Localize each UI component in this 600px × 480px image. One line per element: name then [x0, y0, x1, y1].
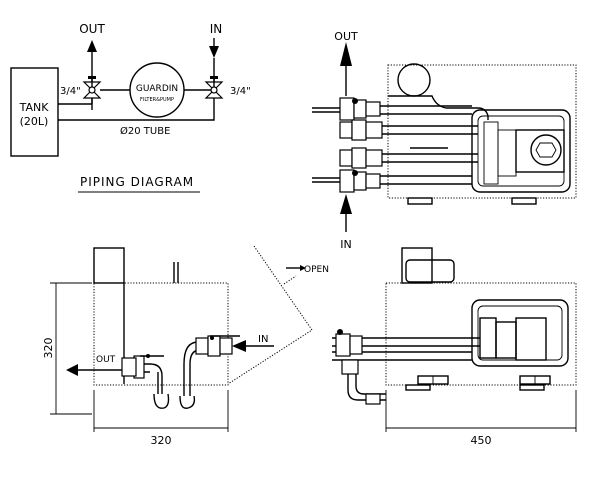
valve-right-icon [204, 76, 224, 99]
top-view-out-label: OUT [334, 30, 358, 43]
valve-left-size: 3/4" [60, 86, 81, 97]
side-view-valve-icon [335, 329, 363, 357]
piping-in-label: IN [210, 22, 223, 36]
top-view-valve-in-icon [312, 169, 381, 193]
top-view-in-label: IN [340, 238, 351, 251]
piping-out-label: OUT [79, 22, 105, 36]
front-view-filler-neck [93, 247, 125, 284]
valve-left-icon [82, 76, 102, 99]
side-view-hinge-left [417, 375, 449, 385]
top-view-filler-cap [397, 63, 431, 97]
side-view-width-dim: 450 [471, 434, 492, 447]
front-view-out-label: OUT [96, 355, 116, 365]
top-view-bottom-foot-left [407, 197, 433, 205]
front-view-width-dim: 320 [151, 434, 172, 447]
pump-symbol [129, 62, 185, 118]
top-view-out-arrow [340, 42, 352, 66]
top-view-fitting-3 [339, 147, 383, 169]
tank-label-line1: TANK [19, 101, 50, 114]
tube-label: Ø20 TUBE [120, 125, 170, 137]
top-view: OUT IN [312, 30, 577, 251]
front-view-out-arrow [66, 364, 78, 376]
front-view-body [93, 282, 229, 386]
front-view-in-label: IN [258, 334, 268, 345]
side-view-handle [405, 259, 455, 283]
piping-title: PIPING DIAGRAM [80, 175, 194, 189]
front-view-in-arrow [232, 340, 246, 352]
top-view-bottom-foot-right [511, 197, 537, 205]
valve-right-size: 3/4" [230, 86, 251, 97]
side-view-body [385, 282, 577, 386]
side-view-hinge-right [519, 375, 551, 385]
tank-box [10, 67, 59, 157]
top-view-valve-out-icon [312, 97, 381, 121]
top-view-pump-cap [530, 134, 562, 166]
top-view-top-bracket [388, 95, 489, 120]
pump-sub: FILTER&PUMP [140, 97, 174, 103]
side-view-filler-neck [401, 247, 433, 284]
side-view: 450 [332, 247, 577, 447]
front-view-open-label: OPEN [304, 265, 329, 275]
top-view-body [387, 64, 577, 199]
out-arrow [87, 40, 97, 52]
top-view-fitting-2 [339, 119, 383, 141]
top-view-pump-frame [471, 109, 571, 193]
top-view-in-arrow [340, 194, 352, 214]
front-view: OPEN OUT IN 320 320 [42, 245, 329, 447]
side-view-pump-frame [471, 299, 569, 367]
front-view-height-dim: 320 [42, 338, 55, 359]
tank-label-line2: (20L) [20, 115, 49, 128]
in-arrow [209, 46, 219, 58]
piping-diagram: TANK (20L) OUT IN 3/4" 3/4" [10, 22, 251, 193]
front-view-open-lid [227, 245, 313, 385]
pump-name: GUARDIN [136, 84, 178, 94]
